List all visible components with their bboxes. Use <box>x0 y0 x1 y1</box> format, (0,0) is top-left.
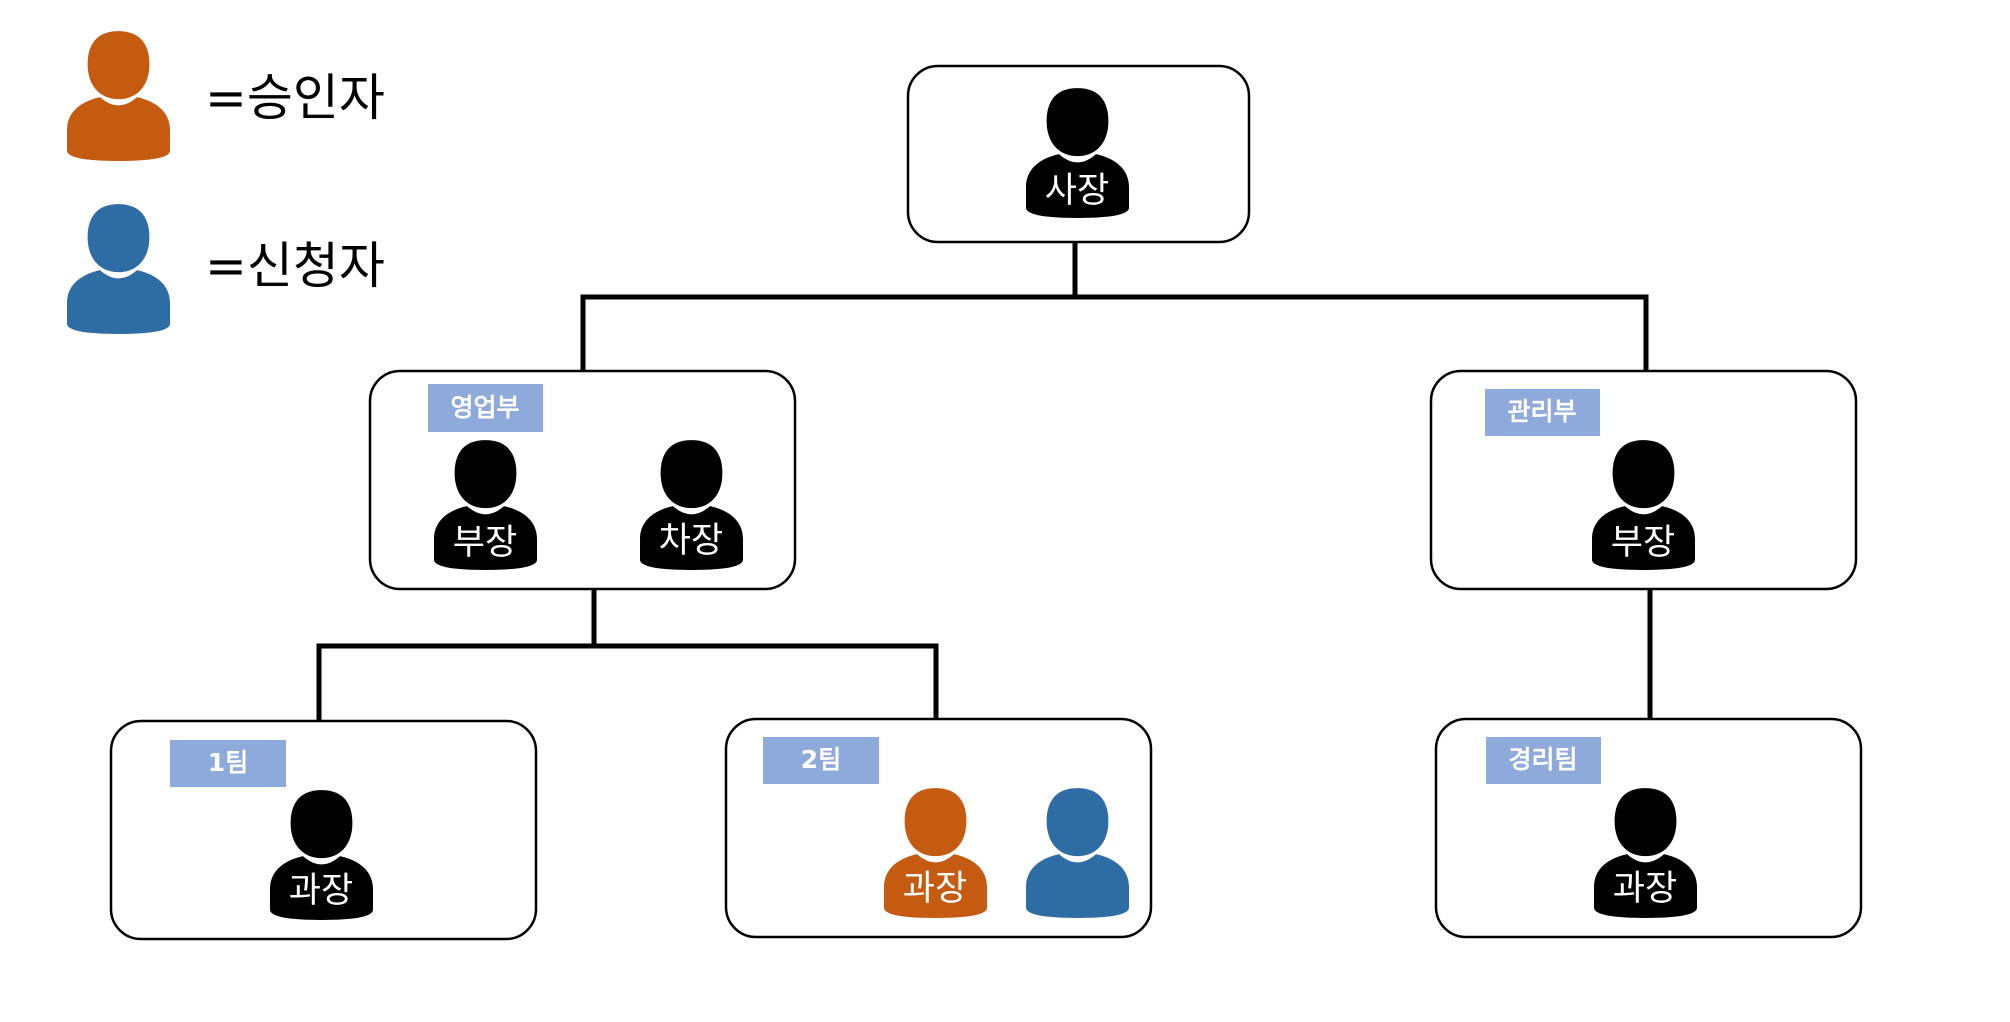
team2-node: 2팀 과장 <box>724 717 1153 939</box>
sales-dept-tag <box>428 384 543 432</box>
connectors <box>316 240 1653 721</box>
team2-tag-label: 2팀 <box>801 745 841 774</box>
admin-dept-node: 관리부 부장 <box>1429 369 1858 591</box>
admin-manager-person-label: 부장 <box>1611 523 1675 563</box>
legend-approver-label: =승인자 <box>205 69 385 127</box>
sales-dept-node: 영업부 부장 차장 <box>368 369 797 591</box>
sales-dept-tag-label: 영업부 <box>450 393 519 422</box>
team1-node: 1팀 과장 <box>109 719 538 941</box>
team2-approver-person-label: 과장 <box>903 869 967 909</box>
approver-legend-icon <box>67 31 170 161</box>
team2-tag <box>763 737 879 784</box>
accounting-team-tag <box>1486 737 1601 784</box>
sales-manager-person-label: 부장 <box>453 523 517 563</box>
team1-tag-label: 1팀 <box>208 748 248 777</box>
legend-applicant-label: =신청자 <box>205 237 385 295</box>
team1-manager-person-label: 과장 <box>289 871 353 911</box>
team1-tag <box>170 740 286 787</box>
accounting-manager-person-label: 과장 <box>1613 869 1677 909</box>
accounting-team-node: 경리팀 과장 <box>1434 717 1863 939</box>
applicant-legend-icon <box>67 204 170 334</box>
admin-dept-tag-label: 관리부 <box>1507 397 1576 426</box>
admin-dept-tag <box>1485 389 1600 436</box>
legend: =승인자 =신청자 <box>67 31 385 334</box>
ceo-node: 사장 <box>906 64 1251 244</box>
sales-deputy-person-label: 차장 <box>659 521 723 561</box>
ceo-person-label: 사장 <box>1045 171 1109 211</box>
accounting-team-tag-label: 경리팀 <box>1508 745 1577 774</box>
